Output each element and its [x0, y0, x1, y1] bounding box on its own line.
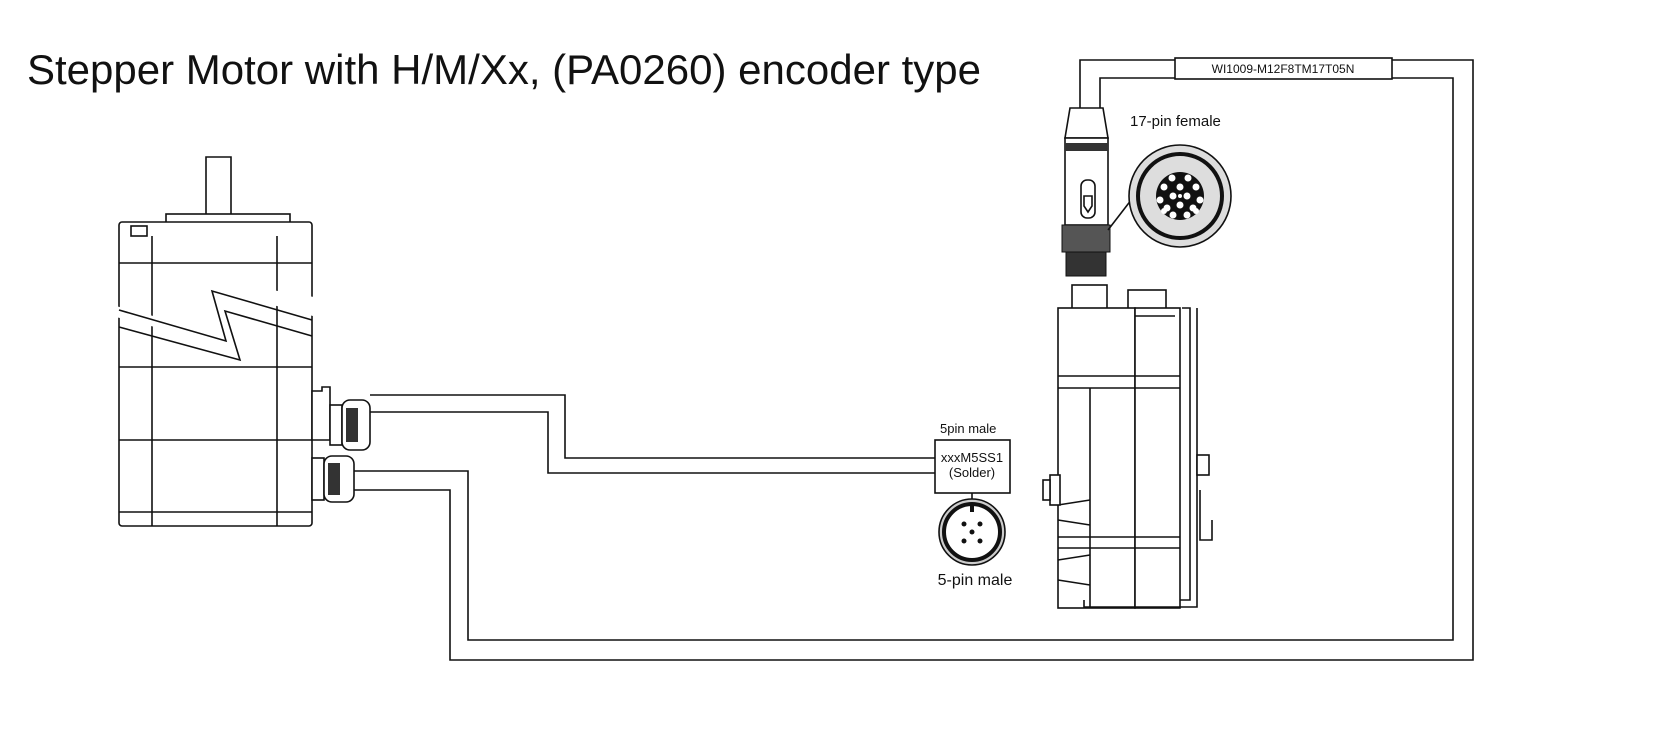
5-pin-male-face-icon: [938, 493, 1006, 566]
encoder-cable: [370, 394, 935, 474]
17-pin-female-face-icon: [1128, 144, 1232, 248]
motor-cable: WI1009-M12F8TM17T05N: [354, 57, 1474, 661]
cable-label: WI1009-M12F8TM17T05N: [1212, 62, 1355, 76]
stepper-motor: [112, 156, 371, 527]
5pin-bottom-label: 5-pin male: [938, 572, 1013, 589]
5pin-top-label: 5pin male: [940, 421, 996, 436]
drive-unit: [1042, 284, 1213, 609]
17-pin-label: 17-pin female: [1130, 113, 1221, 130]
5pin-note: (Solder): [949, 465, 995, 480]
cable-label-box: [1174, 57, 1393, 80]
5pin-part-number: xxxM5SS1: [941, 450, 1003, 465]
m12-connector: [1061, 107, 1136, 277]
diagram-title: Stepper Motor with H/M/Xx, (PA0260) enco…: [27, 46, 981, 93]
